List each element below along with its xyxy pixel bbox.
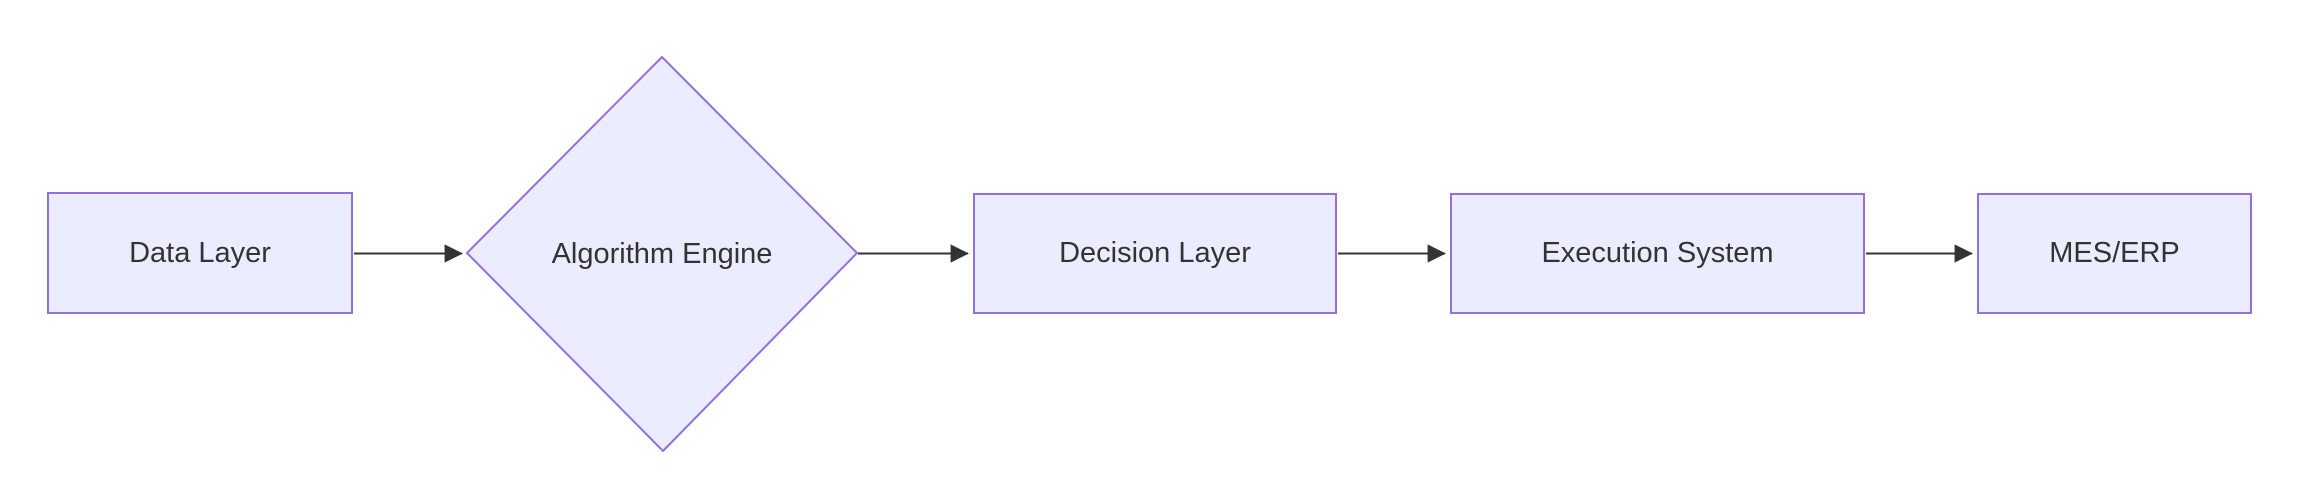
node-algorithm-engine-diamond-shape (466, 56, 858, 452)
node-decision-layer: Decision Layer (973, 193, 1337, 314)
node-algorithm-engine-label: Algorithm Engine (551, 237, 773, 270)
node-data-layer-label: Data Layer (129, 236, 271, 269)
node-mes-erp: MES/ERP (1977, 193, 2252, 314)
node-algorithm-engine: Algorithm Engine (467, 57, 857, 451)
node-data-layer: Data Layer (47, 192, 353, 314)
node-execution-system-label: Execution System (1541, 237, 1774, 270)
node-execution-system: Execution System (1450, 193, 1865, 314)
node-decision-layer-label: Decision Layer (1059, 237, 1251, 270)
node-mes-erp-label: MES/ERP (2049, 237, 2180, 270)
